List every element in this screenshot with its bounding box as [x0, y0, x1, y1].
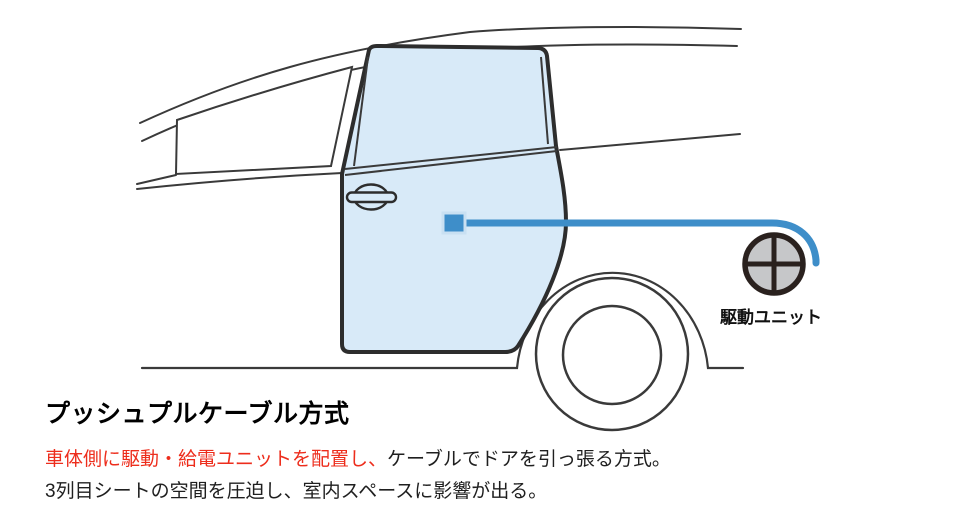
- drive-unit-icon: [742, 232, 806, 296]
- cable: [441, 211, 820, 267]
- cable-line: [462, 219, 820, 267]
- drive-unit-label: 駆動ユニット: [720, 308, 822, 327]
- belt-line-front-lower: [136, 172, 343, 190]
- front-window: [174, 65, 354, 176]
- caption-line2: 3列目シートの空間を圧迫し、室内スペースに影響が出る。: [45, 481, 548, 502]
- belt-line-rear: [559, 133, 741, 151]
- rear-wheel-rim: [561, 304, 663, 406]
- sliding-door-panel: [340, 44, 568, 354]
- rear-wheel-tire: [534, 276, 690, 432]
- caption-title: プッシュプルケーブル方式: [45, 400, 350, 428]
- door-handle-icon: [345, 183, 398, 211]
- cable-anchor-marker: [441, 211, 467, 235]
- caption-line1-rest: ケーブルでドアを引っ張る方式。: [387, 449, 671, 470]
- belt-line-front-upper: [136, 174, 177, 185]
- sliding-door: [340, 44, 568, 354]
- roof-outer-line: [139, 25, 742, 124]
- caption-body: 車体側に駆動・給電ユニットを配置し、ケーブルでドアを引っ張る方式。 3列目シート…: [45, 444, 671, 508]
- door-window-frame-left: [353, 56, 369, 167]
- car-outline: [136, 25, 745, 432]
- door-window-frame-right: [540, 56, 549, 145]
- door-belt-line-upper: [344, 146, 558, 170]
- caption-line1: 車体側に駆動・給電ユニットを配置し、ケーブルでドアを引っ張る方式。: [45, 444, 671, 476]
- caption-line1-highlight: 車体側に駆動・給電ユニットを配置し、: [45, 449, 388, 470]
- door-belt-line-lower: [344, 150, 558, 176]
